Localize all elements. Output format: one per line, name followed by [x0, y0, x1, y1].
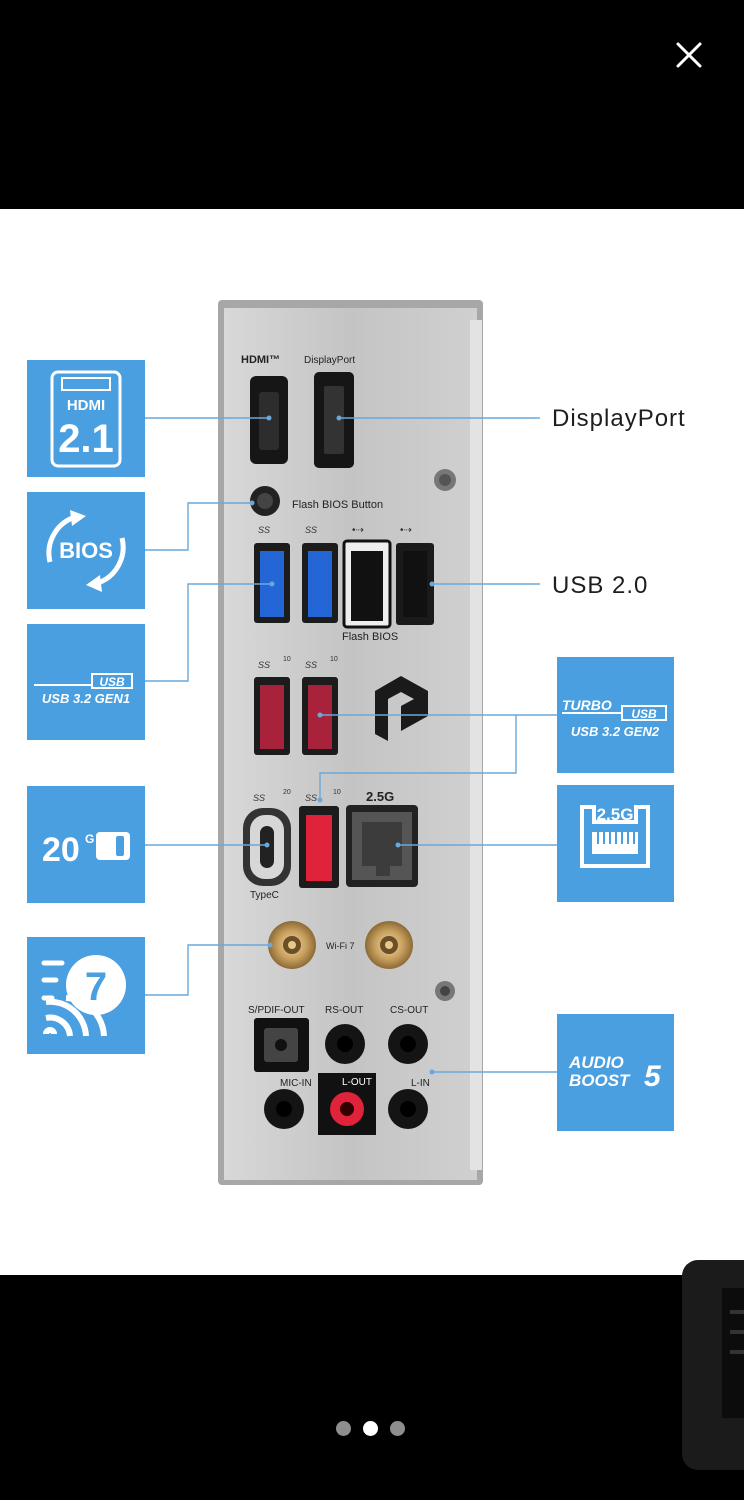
usb-gen1-text: USB 3.2 GEN1: [42, 691, 130, 706]
l-in-label: L-IN: [411, 1078, 430, 1089]
audio-boost-badge: AUDIO BOOST 5: [557, 1014, 674, 1131]
usb-gen2-text: USB 3.2 GEN2: [571, 724, 660, 739]
cs-out-jack: [388, 1024, 428, 1064]
usb-gen1-badge: USB USB 3.2 GEN1: [27, 624, 145, 740]
hdmi-logo-label: HDMI™: [241, 354, 280, 366]
l-out-label: L-OUT: [342, 1077, 372, 1088]
displayport-port: [314, 372, 354, 468]
lan-badge-text: 2.5G: [597, 805, 634, 824]
usb-gen2-port: [254, 677, 290, 755]
ss10-label: 10: [333, 789, 341, 796]
brand-logo-icon: [375, 676, 428, 741]
lan25g-badge: 2.5G: [557, 785, 674, 902]
flash-bios-label: Flash BIOS: [342, 631, 398, 643]
usb-gen1-port: [302, 543, 338, 623]
cs-out-label: CS-OUT: [390, 1005, 428, 1016]
rs-out-jack: [325, 1024, 365, 1064]
io-panel-image: HDMI™ DisplayPort Flash BIOS Button SS S…: [0, 209, 744, 1275]
close-button[interactable]: [670, 36, 708, 74]
next-image-thumbnail[interactable]: [682, 1260, 744, 1470]
ss-label: SS: [253, 793, 265, 803]
audio-badge-number: 5: [644, 1060, 662, 1093]
hdmi-badge-version: 2.1: [58, 417, 114, 461]
mic-in-label: MIC-IN: [280, 1078, 312, 1089]
usb-gen2-badge: TURBO USB USB 3.2 GEN2: [557, 657, 674, 773]
flash-bios-button-label: Flash BIOS Button: [292, 499, 383, 511]
usb-gen2-turbo: TURBO: [562, 697, 612, 713]
hdmi21-badge: HDMI 2.1: [27, 360, 145, 477]
usb-2-port: [342, 539, 392, 629]
usb20g-value: 20: [42, 831, 80, 869]
pager-dot[interactable]: [390, 1421, 405, 1436]
bios-badge-text: BIOS: [59, 538, 113, 563]
hdmi-badge-brand: HDMI: [67, 397, 105, 414]
spdif-port: [254, 1018, 309, 1072]
usb20g-badge: 20 G: [27, 786, 145, 903]
usb-trident-icon: •⇢: [400, 525, 412, 536]
pager-dot[interactable]: [336, 1421, 351, 1436]
rs-out-label: RS-OUT: [325, 1005, 363, 1016]
usb-gen2-logo: USB: [631, 707, 657, 721]
l-in-jack: [388, 1089, 428, 1129]
usb-gen1-logo: USB: [99, 675, 125, 689]
image-pager: [336, 1421, 405, 1436]
lan-port: [346, 805, 418, 887]
typec-label: TypeC: [250, 890, 279, 901]
wifi-label: Wi-Fi 7: [326, 941, 355, 951]
ss-label: SS: [305, 660, 317, 670]
l-out-jack: [318, 1089, 376, 1135]
audio-badge-line2: BOOST: [569, 1071, 631, 1090]
bios-badge: BIOS: [27, 492, 145, 609]
flash-bios-button: [250, 486, 280, 516]
close-icon: [676, 42, 702, 68]
wifi7-badge-number: 7: [85, 965, 107, 1009]
spdif-label: S/PDIF-OUT: [248, 1005, 305, 1016]
usb-gen2-port: [299, 806, 339, 888]
ss-label: SS: [305, 525, 317, 535]
audio-badge-line1: AUDIO: [568, 1053, 624, 1072]
usb-2-port: [396, 543, 434, 625]
usb-trident-icon: •⇢: [352, 525, 364, 536]
usb20-callout: USB 2.0: [552, 572, 648, 599]
mic-in-jack: [264, 1089, 304, 1129]
ss10-label: 10: [330, 656, 338, 663]
wifi7-badge: 7: [27, 937, 145, 1054]
ss-label: SS: [305, 793, 317, 803]
displayport-logo-label: DisplayPort: [304, 355, 355, 366]
displayport-callout: DisplayPort: [552, 405, 686, 432]
wifi-antenna-connector: [268, 921, 316, 969]
callout-lines: [145, 417, 557, 1073]
wifi-antenna-connector: [365, 921, 413, 969]
lan-label: 2.5G: [366, 789, 394, 804]
ss-label: SS: [258, 660, 270, 670]
ss10-label: 10: [283, 656, 291, 663]
ss20-label: 20: [283, 789, 291, 796]
ss-label: SS: [258, 525, 270, 535]
pager-dot-active[interactable]: [363, 1421, 378, 1436]
usb20g-unit: G: [85, 832, 94, 846]
